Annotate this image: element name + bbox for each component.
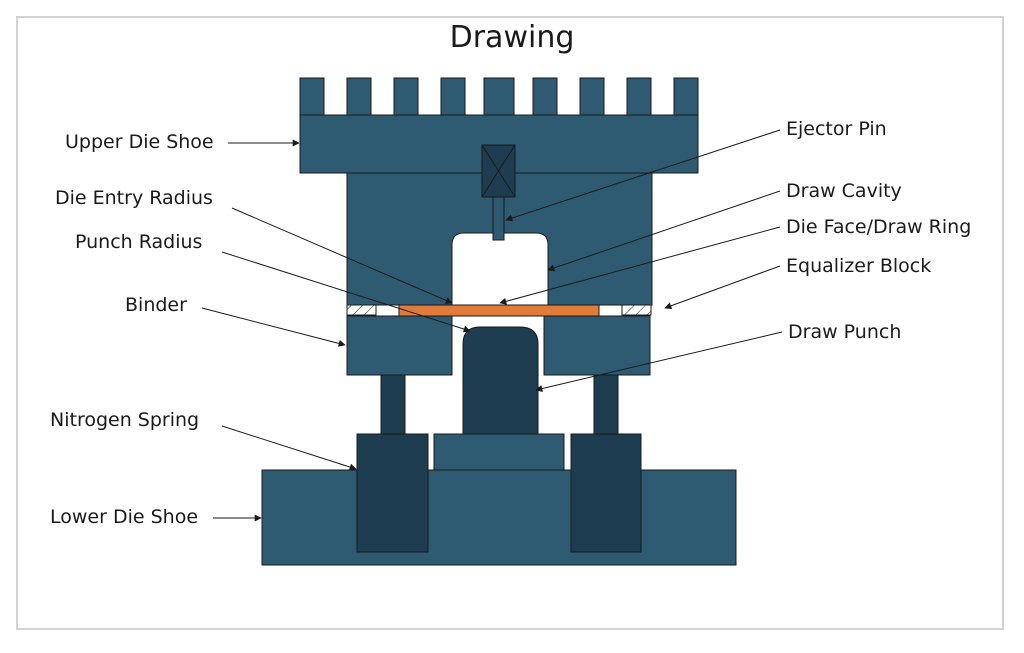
leader-lines: [201, 129, 783, 522]
nitrogen-spring-left: [356, 433, 429, 553]
leader-nitrogen-spring: [221, 425, 357, 471]
label-ejector-pin: Ejector Pin: [786, 118, 887, 140]
leader-draw-cavity: [547, 190, 781, 272]
label-draw-punch: Draw Punch: [788, 321, 902, 343]
nitrogen-spring-rod-right: [593, 374, 619, 436]
leader-punch-radius: [221, 251, 471, 333]
label-punch-radius: Punch Radius: [75, 231, 203, 253]
lower-die-shoe: [261, 469, 737, 566]
die-body: [346, 172, 653, 306]
diagram-title: Drawing: [449, 20, 575, 55]
blank-sheet: [398, 304, 600, 317]
leader-equalizer-block: [664, 265, 781, 310]
label-lower-die-shoe: Lower Die Shoe: [50, 506, 199, 528]
equalizer-block-left: [346, 304, 377, 316]
leader-ejector-pin: [505, 129, 781, 222]
nitrogen-spring-right: [570, 433, 642, 553]
label-equalizer-block: Equalizer Block: [786, 255, 932, 277]
binder-left: [346, 315, 453, 376]
ejector-pin: [481, 144, 516, 241]
draw-punch: [462, 326, 539, 439]
leader-draw-punch: [535, 331, 783, 392]
diagram-frame: [16, 16, 1004, 630]
label-binder: Binder: [125, 294, 187, 316]
label-nitrogen-spring: Nitrogen Spring: [50, 409, 200, 431]
equalizer-block-right: [621, 304, 652, 316]
leader-die-entry-radius: [231, 207, 453, 304]
label-die-entry-radius: Die Entry Radius: [55, 187, 213, 209]
binder-right: [543, 315, 651, 376]
punch-base: [433, 433, 565, 472]
leader-binder: [201, 307, 346, 347]
label-upper-die-shoe: Upper Die Shoe: [65, 131, 214, 153]
leader-die-face-draw-ring: [499, 226, 781, 305]
nitrogen-spring-rod-left: [380, 374, 406, 436]
label-draw-cavity: Draw Cavity: [786, 180, 902, 202]
label-die-face-draw-ring: Die Face/Draw Ring: [786, 216, 972, 238]
